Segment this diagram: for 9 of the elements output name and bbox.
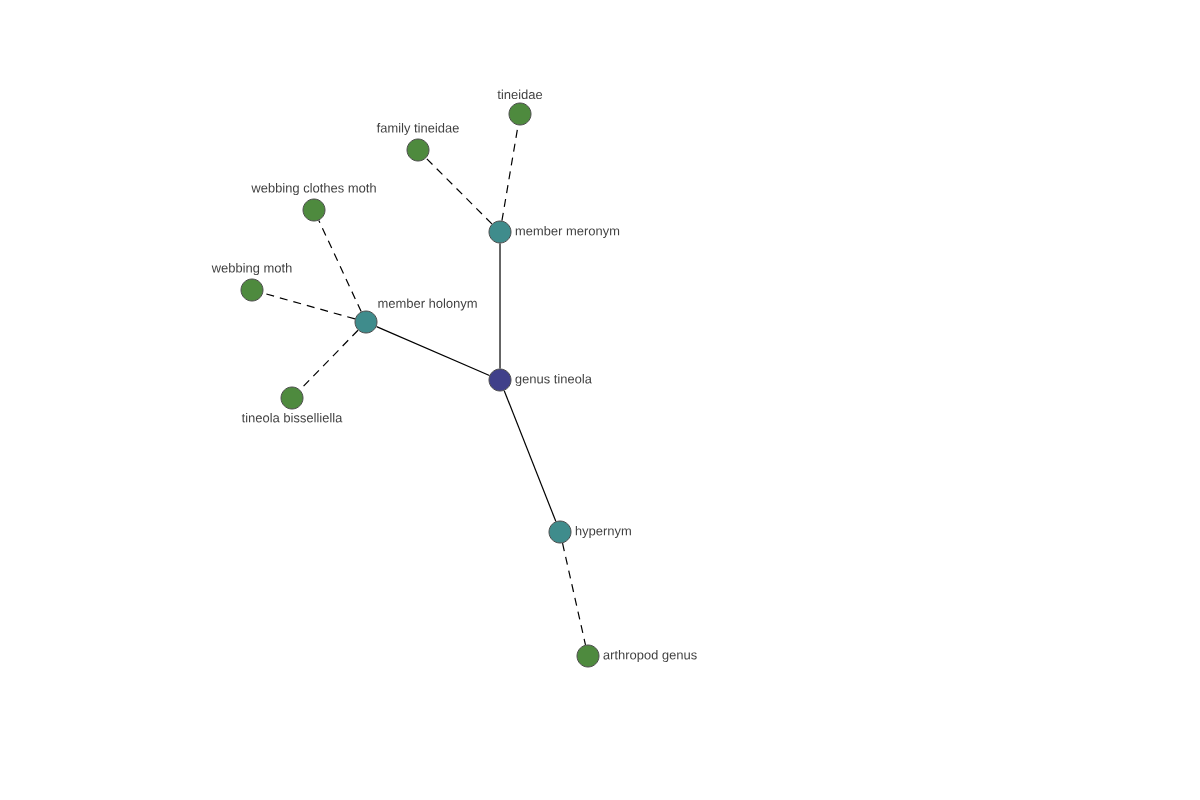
dashed-line: [262, 292, 356, 320]
line: [499, 242, 501, 370]
dashed-line: [318, 219, 362, 313]
line: [375, 325, 491, 377]
dashed-line: [501, 124, 519, 222]
dashed-line: [425, 157, 493, 225]
dashed-line: [561, 542, 587, 646]
line: [503, 390, 557, 522]
dashed-line: [299, 329, 359, 391]
